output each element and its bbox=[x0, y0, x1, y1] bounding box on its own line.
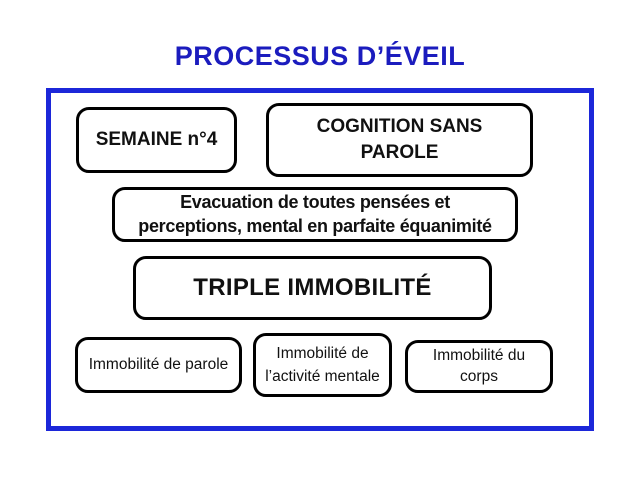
box-mentale-line-1: Immobilité de bbox=[276, 344, 369, 362]
box-immobilite-corps: Immobilité du corps bbox=[405, 340, 553, 393]
box-evacuation-line-2: perceptions, mental en parfaite équanimi… bbox=[138, 215, 492, 236]
box-corps-line-1: Immobilité du bbox=[432, 346, 526, 364]
box-evacuation-pensees: Evacuation de toutes pensées et percepti… bbox=[112, 187, 518, 242]
diagram-frame: SEMAINE n°4 COGNITION SANS PAROLE Evacua… bbox=[46, 88, 594, 431]
box-mentale-line-2: l’activité mentale bbox=[265, 368, 380, 385]
box-evacuation-line-1: Evacuation de toutes pensées et bbox=[180, 192, 450, 213]
box-corps-line-2: corps bbox=[460, 367, 498, 385]
page-title: PROCESSUS D’ÉVEIL bbox=[174, 41, 466, 71]
box-triple-label: TRIPLE IMMOBILITÉ bbox=[193, 274, 432, 301]
box-triple-immobilite: TRIPLE IMMOBILITÉ bbox=[133, 256, 492, 320]
box-semaine: SEMAINE n°4 bbox=[76, 107, 237, 173]
box-parole-label: Immobilité de parole bbox=[88, 356, 229, 374]
box-immobilite-parole: Immobilité de parole bbox=[75, 337, 242, 393]
box-cognition-line-1: COGNITION SANS bbox=[316, 116, 483, 138]
box-semaine-label: SEMAINE n°4 bbox=[95, 129, 218, 151]
box-cognition-sans-parole: COGNITION SANS PAROLE bbox=[266, 103, 533, 177]
box-immobilite-mentale: Immobilité de l’activité mentale bbox=[253, 333, 392, 397]
box-cognition-line-2: PAROLE bbox=[360, 142, 439, 163]
